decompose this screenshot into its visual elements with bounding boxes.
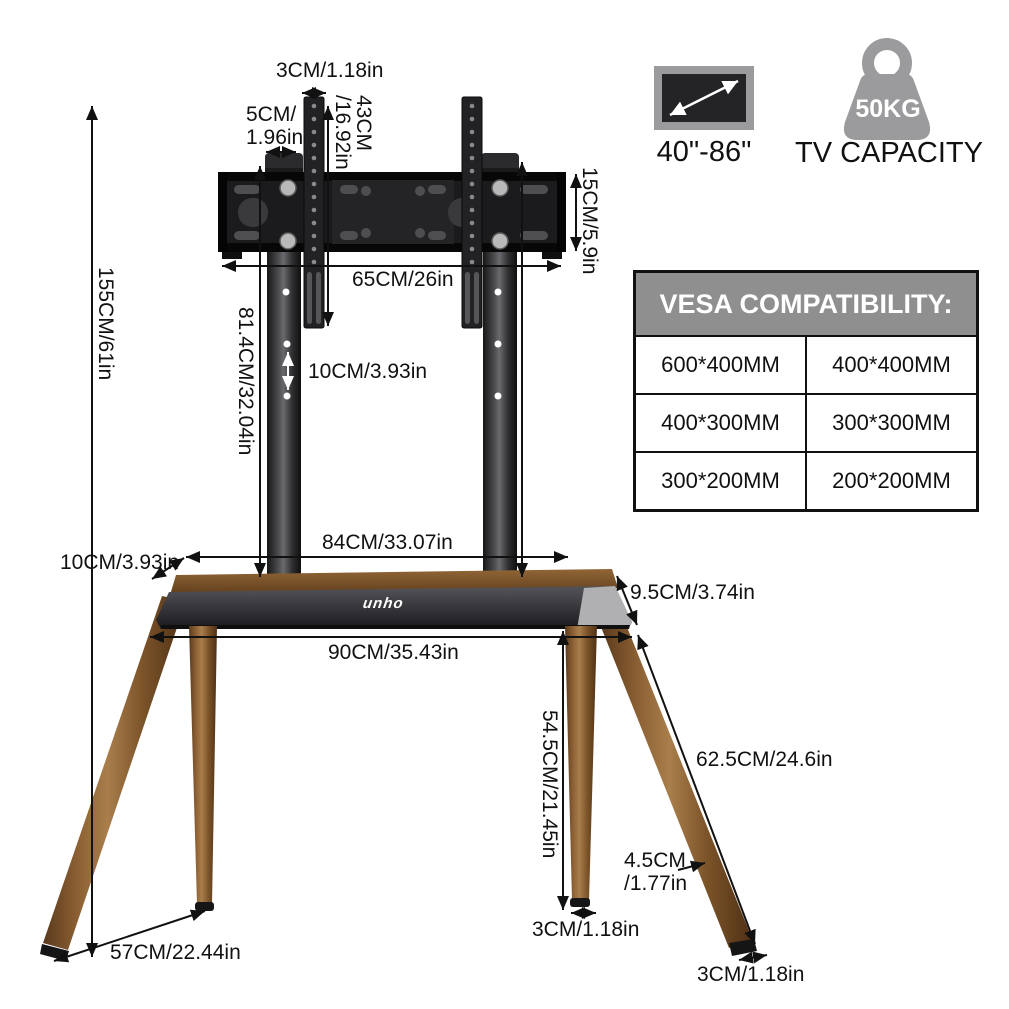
vesa-cell: 200*200MM <box>832 468 951 493</box>
vesa-cell: 400*400MM <box>832 352 951 377</box>
pole-height-label: 81.4CM/32.04in <box>234 307 257 456</box>
foot-spacing-label: 57CM/22.44in <box>110 941 241 964</box>
back-left-leg <box>40 596 186 961</box>
stand-top <box>156 569 632 629</box>
bracket-screws <box>279 179 509 250</box>
weight-capacity-label: TV CAPACITY <box>795 137 983 169</box>
pole-width-line2: 1.96in <box>246 126 304 149</box>
front-left-leg <box>189 626 217 911</box>
tv-screen-diagonal-icon <box>662 74 746 122</box>
bracket-height-label: 15CM/5.9in <box>578 167 601 275</box>
left-vesa-strip <box>303 96 325 329</box>
table-row: 400*300MM 300*300MM <box>636 395 976 453</box>
pole-hole-spacing-label: 10CM/3.93in <box>308 360 428 383</box>
leg-thickness-line2: /1.77in <box>624 872 688 895</box>
vesa-cell: 300*200MM <box>636 453 807 509</box>
front-leg-height-label: 54.5CM/21.45in <box>538 710 561 859</box>
pole-width-line1: 5CM/ <box>246 103 297 126</box>
back-foot-width-label: 3CM/1.18in <box>697 963 805 986</box>
weight-kettlebell-icon <box>843 38 931 140</box>
strip-length-label: 43CM /16.92in <box>331 95 375 170</box>
pole-holes <box>282 288 502 400</box>
base-width-label: 90CM/35.43in <box>328 641 459 664</box>
screen-size-range: 40"-86" <box>656 136 752 168</box>
tv-screen-icon <box>654 66 754 130</box>
strip-length-line1: 43CM <box>352 95 375 152</box>
front-right-leg <box>565 626 597 907</box>
vesa-cell: 300*300MM <box>832 410 951 435</box>
front-foot-width-label: 3CM/1.18in <box>532 918 640 941</box>
bracket-width-label: 65CM/26in <box>352 268 454 291</box>
tv-bracket <box>218 172 566 259</box>
vesa-table-title: VESA COMPATIBILITY: <box>636 273 976 337</box>
top-shelf-width-label: 84CM/33.07in <box>322 531 453 554</box>
vesa-compatibility-table: VESA COMPATIBILITY: 600*400MM 400*400MM … <box>633 270 979 512</box>
dimension-lines <box>53 87 768 964</box>
table-row: 300*200MM 200*200MM <box>636 453 976 509</box>
back-right-leg <box>601 627 757 956</box>
top-shelf-depth-label: 10CM/3.93in <box>60 551 180 574</box>
shelf-side-height-label: 9.5CM/3.74in <box>630 581 755 604</box>
leg-thickness-line1: 4.5CM <box>624 849 686 872</box>
strip-width-label: 3CM/1.18in <box>276 59 384 82</box>
brand-logo: unho <box>361 595 405 612</box>
back-leg-length-label: 62.5CM/24.6in <box>696 748 833 771</box>
weight-capacity-value: 50KG <box>855 95 921 123</box>
vesa-cell: 400*300MM <box>636 395 807 451</box>
vesa-cell: 600*400MM <box>636 337 807 393</box>
pole-width-label: 5CM/ 1.96in <box>246 103 303 149</box>
strip-length-line2: /16.92in <box>331 95 354 170</box>
table-row: 600*400MM 400*400MM <box>636 337 976 395</box>
total-height-label: 155CM/61in <box>94 267 117 381</box>
right-vesa-strip <box>461 96 483 329</box>
leg-thickness-label: 4.5CM /1.77in <box>624 849 687 895</box>
